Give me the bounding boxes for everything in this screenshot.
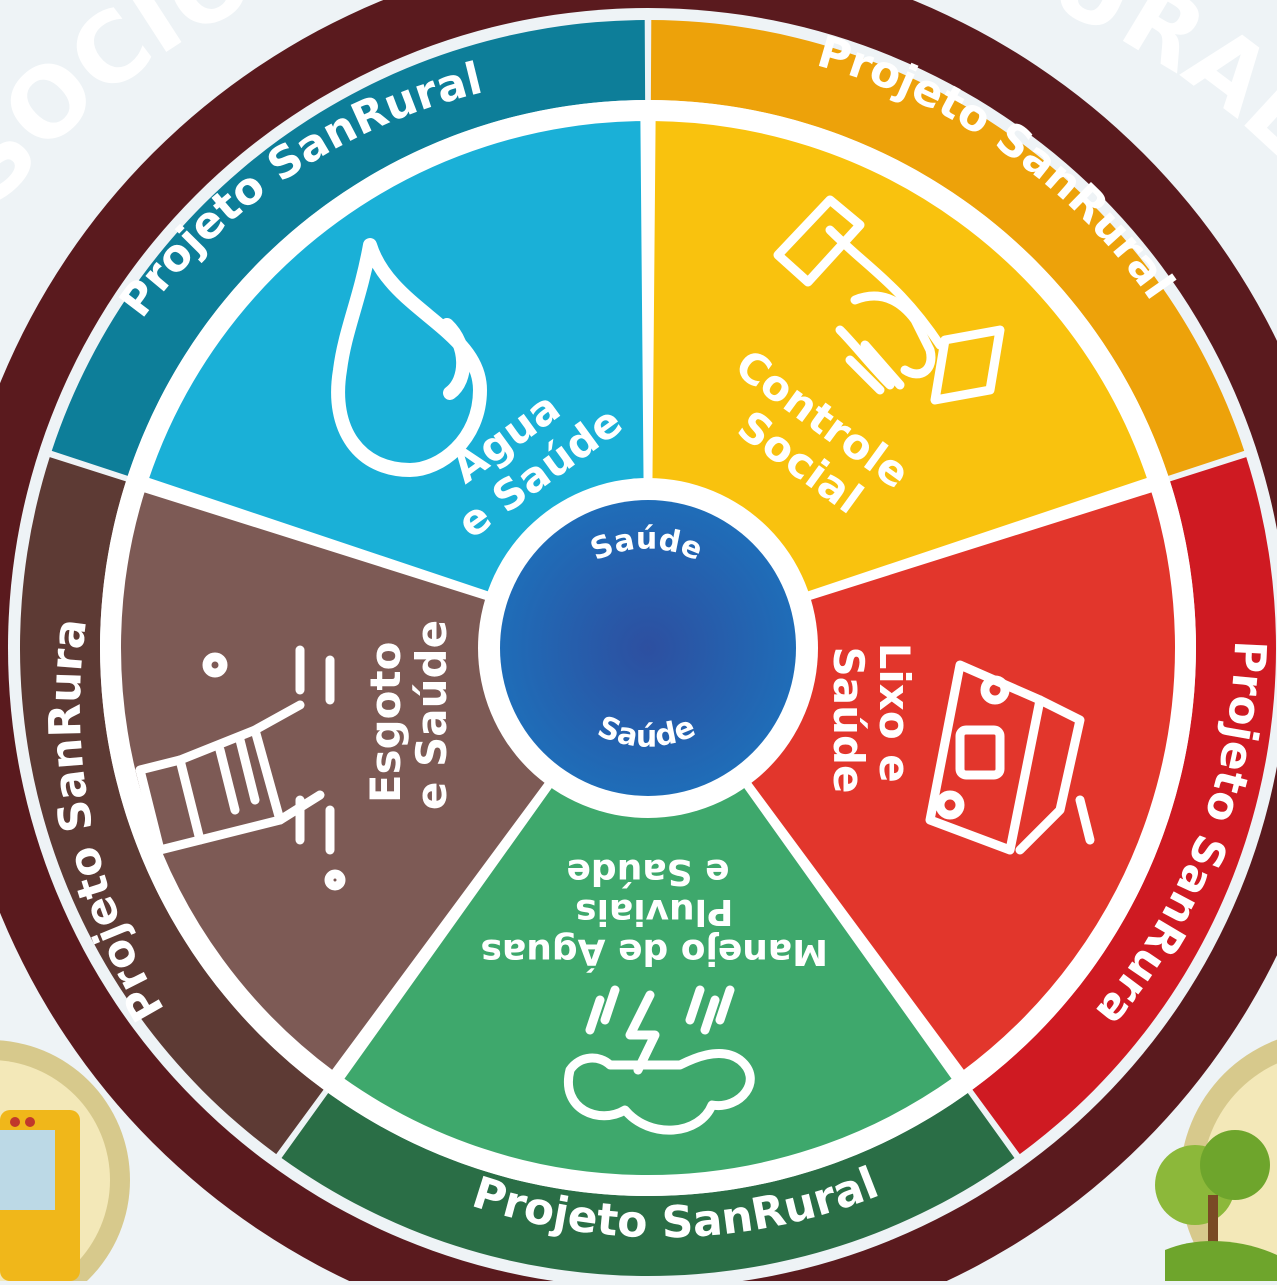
rain-cloud-icon — [563, 985, 755, 1135]
band-esgoto — [20, 457, 324, 1155]
water-drop-icon — [331, 238, 487, 477]
trash-pile-icon — [925, 660, 1095, 855]
school-bus-decoration — [0, 1040, 130, 1285]
band-agua — [51, 20, 646, 476]
segment-agua — [141, 114, 652, 652]
segment-label-esgoto: Esgoto e Saúde — [361, 620, 456, 810]
tree-decoration — [1155, 1039, 1277, 1285]
band-lixo — [972, 457, 1276, 1155]
segment-label-lixo: Lixo e Saúde — [824, 643, 919, 798]
center-circle — [500, 500, 796, 796]
segment-manejo — [336, 643, 960, 1181]
handshake-icon — [773, 195, 1005, 405]
band-manejo — [281, 1093, 1015, 1276]
band-controle — [650, 20, 1245, 476]
segment-bands — [20, 20, 1276, 1276]
sewage-pipe-icon — [135, 645, 346, 891]
segment-label-manejo: Manejo de Águas Pluviais e Saúde — [468, 851, 828, 973]
